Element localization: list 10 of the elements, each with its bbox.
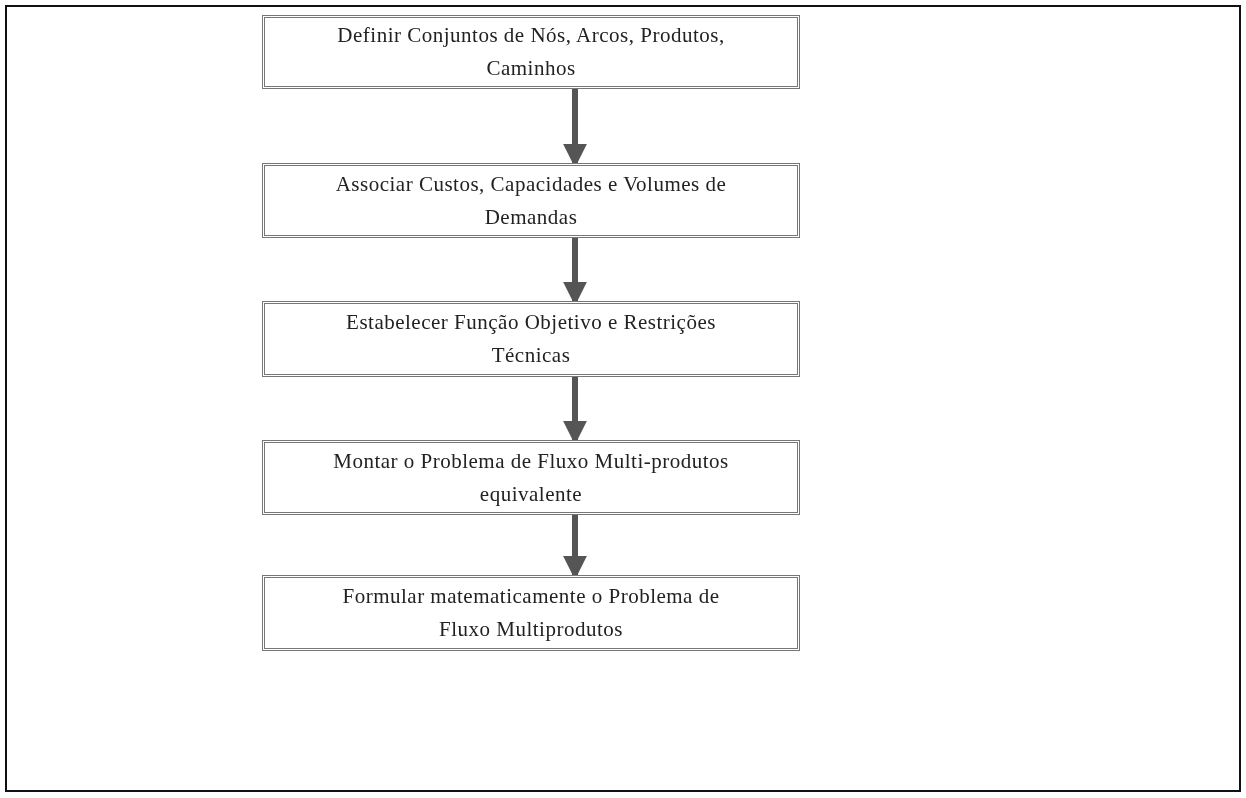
- step-text: Definir Conjuntos de Nós, Arcos, Produtos, Caminhos: [336, 22, 726, 82]
- process-box: [262, 440, 800, 515]
- process-box: [262, 15, 800, 89]
- step-text: Montar o Problema de Fluxo Multi-produtos equivalente: [332, 447, 730, 508]
- step-text: Formular matematicamente o Problema de Fluxo Multiprodutos: [341, 583, 721, 643]
- process-box: [262, 163, 800, 238]
- process-box: [262, 301, 800, 377]
- process-box: [262, 575, 800, 651]
- step-text: Associar Custos, Capacidades e Volumes de Demandas: [334, 170, 728, 231]
- step-text: Estabelecer Função Objetivo e Restrições Técnicas: [345, 309, 717, 369]
